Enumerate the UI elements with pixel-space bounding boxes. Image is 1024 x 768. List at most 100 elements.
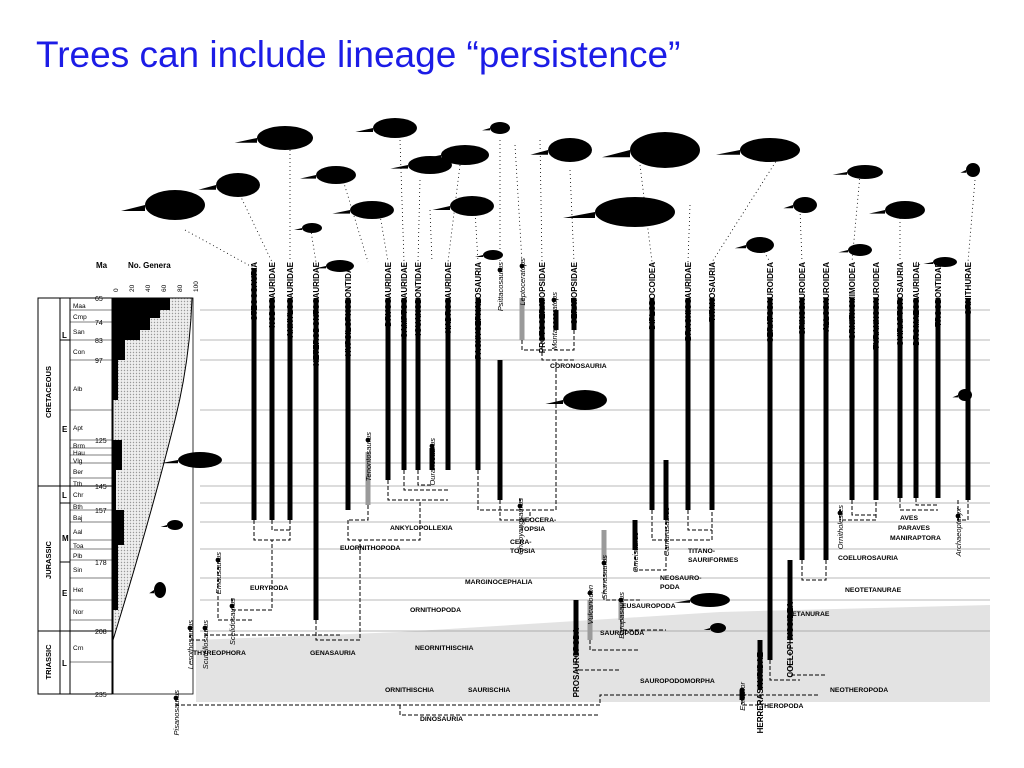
taxon-label: ALLOSAUROIDEA <box>822 262 831 332</box>
cladogram-branch <box>769 660 800 681</box>
cladogram-branch <box>271 520 290 531</box>
clade-label: PODA <box>660 584 680 591</box>
stage-label: Tth <box>73 481 83 488</box>
ma-tick: 83 <box>95 338 103 345</box>
dinosaur-silhouettes <box>121 118 980 633</box>
genera-tick: 100 <box>193 281 200 292</box>
stage-labels: MaaCmpSanConAlbAptBrmHauVlgBerTthChrBthB… <box>73 303 87 652</box>
lineage-bar <box>429 448 435 470</box>
taxon-point <box>632 537 638 543</box>
clade-label: AVES <box>900 515 918 522</box>
lineage-bar <box>497 360 503 500</box>
lineage-bar <box>685 298 691 510</box>
lineage-bar <box>587 600 593 640</box>
taxon-label: DIPLODOCOIDEA <box>648 262 657 330</box>
lineage-bar <box>475 298 481 470</box>
silhouette-tail <box>545 400 563 404</box>
taxon-point <box>365 437 371 443</box>
pointer-line <box>184 229 255 269</box>
silhouette-tail <box>121 205 145 211</box>
lineage-bar <box>519 298 525 340</box>
lineage-bar <box>823 298 829 560</box>
cladogram-branch <box>519 360 557 511</box>
stage-label: Crn <box>73 645 84 652</box>
taxon-label: CERATOSAUROIDEA <box>766 262 775 343</box>
silhouette-tail <box>475 255 483 257</box>
taxon-label: Camarasaurus <box>662 507 671 556</box>
dinosaur-silhouette-eoraptor <box>710 623 726 633</box>
cladogram-branch <box>315 540 361 641</box>
cladogram-branch <box>575 655 620 671</box>
dinosaur-silhouette-dromaeosaur <box>933 257 957 267</box>
ma-tick: 74 <box>95 320 103 327</box>
taxon-label: BRACHIOSAURIDAE <box>684 261 693 341</box>
silhouette-tail <box>838 250 848 253</box>
silhouette-tail <box>832 172 847 175</box>
taxon-label: ORNITHURAE <box>964 261 973 315</box>
clade-label: THYREOPHORA <box>193 650 246 657</box>
clade-label: NEOCERA- <box>520 517 556 524</box>
cladogram-branch <box>399 705 600 716</box>
cladogram-branch <box>687 510 712 531</box>
dinosaur-silhouette-prosauropod <box>563 390 607 410</box>
ma-tick: 97 <box>95 358 103 365</box>
ma-tick: 235 <box>95 692 107 699</box>
stage-label: Toa <box>73 543 84 550</box>
taxon-label: PROTOCERATOPSIDAE <box>538 261 547 353</box>
lineage-bar <box>787 560 793 640</box>
clade-label: ANKYLOPOLLEXIA <box>390 525 453 532</box>
lineage-bar <box>709 298 715 510</box>
stage-label: Vlg <box>73 458 83 465</box>
epoch-label: E <box>62 425 68 434</box>
silhouette-tail <box>314 266 326 269</box>
taxon-label: Shunosaurus <box>600 555 609 599</box>
lineage-bar <box>385 298 391 480</box>
lineage-bar <box>757 640 763 690</box>
lineage-bar <box>799 298 805 560</box>
cladogram-branch <box>204 628 340 636</box>
taxon-label: CERATOPSIDAE <box>570 261 579 324</box>
pointer-line <box>239 194 273 263</box>
lineage-bar <box>649 298 655 510</box>
clade-label: NEOSAURO- <box>660 575 702 582</box>
stage-label: Bth <box>73 504 83 511</box>
cladogram-branch <box>521 330 575 351</box>
silhouette-tail <box>960 170 966 173</box>
cladogram-branch <box>651 510 713 541</box>
taxon-label: TROODONTIDAE <box>934 261 943 327</box>
silhouette-tail <box>716 150 740 155</box>
stage-label: Hau <box>73 450 85 457</box>
silhouette-tail <box>294 228 302 230</box>
ma-tick: 157 <box>95 508 107 515</box>
taxon-label: Ornitholestes <box>836 505 845 549</box>
taxon-label: Vulcanodon <box>586 585 595 624</box>
taxon-label: HETERODONTOSAURIDAE <box>312 261 321 366</box>
dinosaur-silhouette-diplodocid <box>595 197 675 227</box>
taxon-label: Eoraptor <box>738 682 747 711</box>
taxon-label: Lesothosaurus <box>186 620 195 669</box>
silhouette-tail <box>952 395 958 398</box>
cladogram-branch <box>477 470 520 511</box>
pointer-line <box>399 139 405 263</box>
cladogram-branch <box>499 500 531 521</box>
lineage-bar <box>632 520 638 550</box>
lineage-bar <box>663 460 669 520</box>
dinosaur-silhouette-psittaco <box>490 122 510 134</box>
dinosaur-silhouette-nodosaur <box>257 126 313 150</box>
pointer-line <box>915 261 921 266</box>
genera-histogram <box>112 297 194 695</box>
cladogram-branch <box>851 500 876 516</box>
taxon-label: DRYOSAURIDAE <box>384 261 393 326</box>
taxon-label: Omeisaurus <box>631 532 640 573</box>
silhouette-tail <box>703 628 710 630</box>
cladogram-connectors <box>175 330 969 716</box>
silhouette-tail <box>783 205 793 209</box>
slide-title: Trees can include lineage “persistence” <box>36 34 681 75</box>
silhouette-tail <box>234 138 257 143</box>
lineage-bar <box>873 298 879 500</box>
silhouette-tail <box>160 525 167 527</box>
lineage-bar <box>269 298 275 520</box>
cladogram-branch <box>634 520 667 571</box>
ma-tick: 145 <box>95 484 107 491</box>
genera-tick: 40 <box>145 284 152 292</box>
